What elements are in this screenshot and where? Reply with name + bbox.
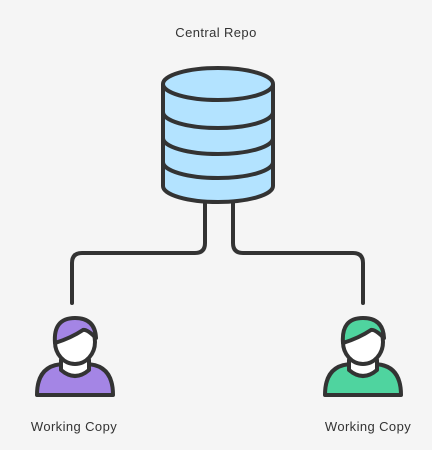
user-icon (35, 316, 115, 397)
user-icon (323, 316, 403, 397)
central-repo-label: Central Repo (175, 25, 257, 40)
connector-left (70, 198, 207, 305)
working-copy-label-right: Working Copy (324, 419, 412, 434)
database-icon (161, 66, 275, 204)
connector-right (231, 198, 365, 305)
working-copy-label-left: Working Copy (30, 419, 118, 434)
